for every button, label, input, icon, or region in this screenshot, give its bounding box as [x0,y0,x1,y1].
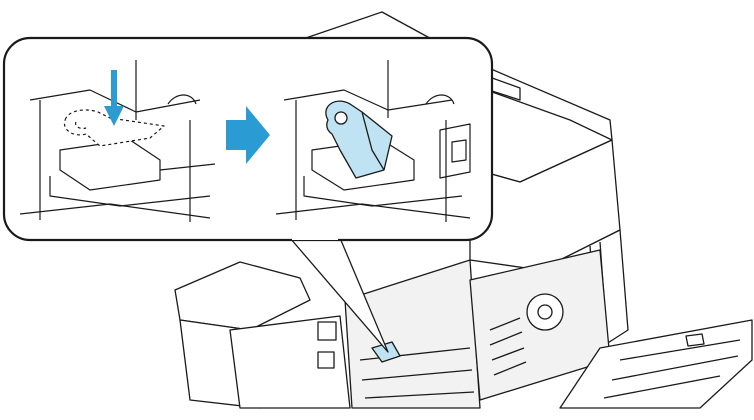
printer-machine [174,11,753,409]
callout-bubble [2,36,494,242]
step-before-floor [19,203,211,219]
toner-cavity [344,259,481,409]
step-before-base [49,163,216,207]
step-after-floor [275,203,471,219]
side-cover-slot-1 [619,339,741,361]
step-after-panel [275,60,471,222]
step-after-block-detail [451,139,467,163]
step-before-part-hole [75,121,87,130]
toner-cavity-rail-2 [361,369,473,381]
fuser-ridges [489,317,527,376]
step-after-part [325,100,393,179]
fuser-gear-hub [537,304,553,320]
step-after-part-edge [361,111,385,171]
toner-cavity-rail-1 [359,347,471,361]
front-door [174,261,311,331]
output-tray [469,83,613,141]
side-cover-slot-2 [611,355,739,381]
step-after-block [439,123,471,179]
step-after-base [303,176,463,207]
step-after-rail-top [283,89,453,111]
step-before-hook [167,94,197,105]
side-cover-handle [685,333,705,347]
step-after-hook [425,94,455,105]
step-before-part-outline [63,109,165,147]
down-arrow-icon [104,70,124,126]
right-arrow-icon [226,106,270,164]
toner-cavity-rail-3 [364,391,475,399]
step-after-part-hole [334,111,348,125]
side-cover-slot-3 [603,375,721,399]
door-block-2 [317,351,335,369]
door-block-1 [317,321,337,341]
